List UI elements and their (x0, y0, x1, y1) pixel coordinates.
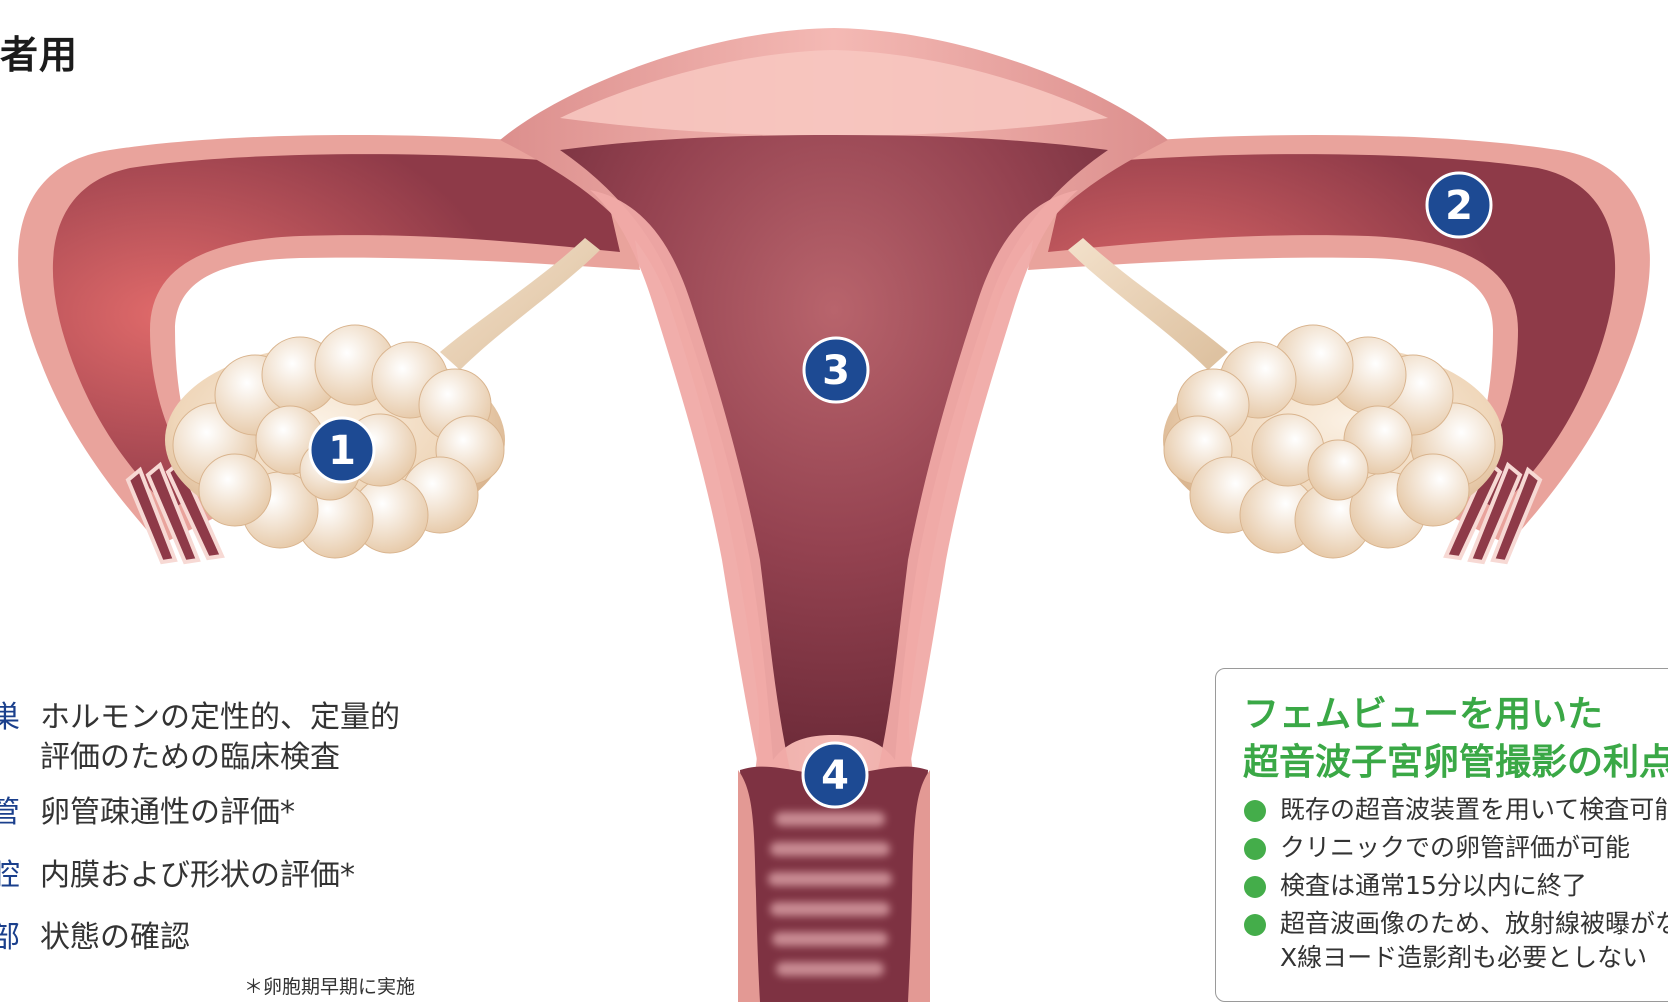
legend-term-1: 巣 (0, 698, 20, 738)
bullet-dot-icon (1244, 876, 1266, 898)
benefit-item: クリニックでの卵管評価が可能 (1244, 831, 1668, 865)
benefit-item: 検査は通常15分以内に終了 (1244, 869, 1668, 903)
marker-4-label: 4 (821, 753, 849, 799)
legend-description-1: ホルモンの定性的、定量的 評価のための臨床検査 (40, 698, 470, 778)
benefits-title-line-1: フェムビューを用いた (1243, 691, 1668, 739)
page-title: 者用 (0, 24, 78, 79)
bullet-dot-icon (1244, 914, 1266, 936)
benefit-text: 検査は通常15分以内に終了 (1280, 871, 1587, 900)
bullet-dot-icon (1244, 838, 1266, 860)
marker-3-label: 3 (822, 348, 850, 394)
benefit-text: クリニックでの卵管評価が可能 (1280, 833, 1630, 862)
marker-2: 2 (1427, 173, 1491, 237)
benefit-item: 既存の超音波装置を用いて検査可能 (1244, 793, 1668, 827)
benefit-item: 超音波画像のため、放射線被曝がなく X線ヨード造影剤も必要としない (1244, 907, 1668, 975)
benefits-list: 既存の超音波装置を用いて検査可能 クリニックでの卵管評価が可能 検査は通常15分… (1244, 793, 1668, 979)
bullet-dot-icon (1244, 800, 1266, 822)
legend-description-3: 内膜および形状の評価* (40, 856, 470, 896)
benefits-box: フェムビューを用いた 超音波子宮卵管撮影の利点 既存の超音波装置を用いて検査可能… (1215, 668, 1668, 1002)
legend-description-4: 状態の確認 (40, 918, 470, 958)
footnote: ＊卵胞期早期に実施 (244, 972, 415, 999)
marker-1-label: 1 (328, 428, 356, 474)
legend-term-3: 腔 (0, 856, 20, 896)
marker-2-label: 2 (1445, 183, 1473, 229)
benefit-text: 超音波画像のため、放射線被曝がなく X線ヨード造影剤も必要としない (1280, 909, 1668, 972)
benefit-text: 既存の超音波装置を用いて検査可能 (1280, 795, 1668, 824)
marker-4: 4 (803, 743, 867, 807)
legend-description-2: 卵管疎通性の評価* (40, 793, 470, 833)
marker-3: 3 (804, 338, 868, 402)
legend-term-4: 部 (0, 918, 20, 958)
benefits-title: フェムビューを用いた 超音波子宮卵管撮影の利点 (1243, 691, 1668, 787)
benefits-title-line-2: 超音波子宮卵管撮影の利点 (1243, 739, 1668, 787)
legend-term-2: 管 (0, 793, 20, 833)
marker-1: 1 (310, 418, 374, 482)
